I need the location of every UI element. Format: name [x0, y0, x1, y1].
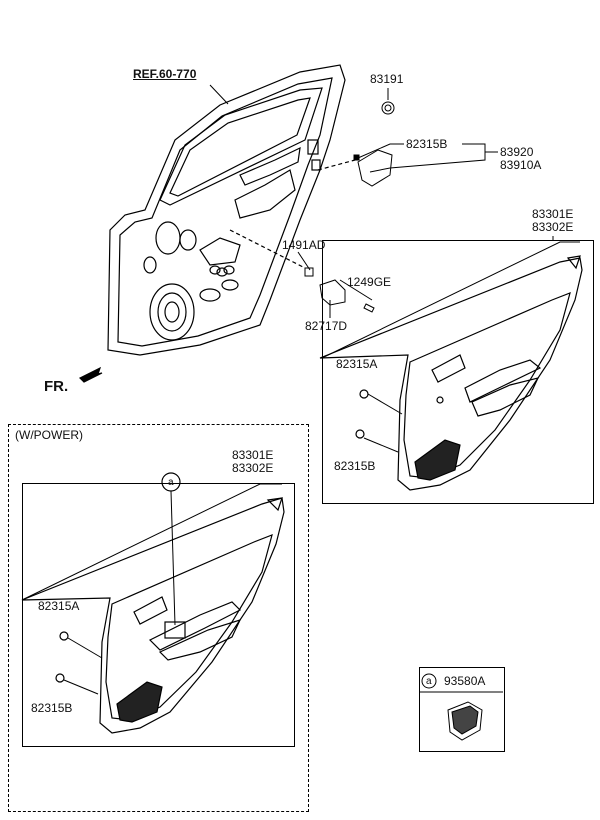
part-label-83920: 83920: [500, 145, 534, 159]
part-label-82315b-top: 82315B: [406, 137, 448, 151]
wpower-box: [8, 424, 309, 812]
part-label-82315b-right: 82315B: [334, 459, 376, 473]
part-label-93580a: 93580A: [444, 674, 486, 688]
legend-box: [419, 667, 505, 752]
part-label-1491ad: 1491AD: [282, 238, 326, 252]
part-label-83191: 83191: [370, 72, 404, 86]
right-panel-box: [322, 240, 594, 504]
part-label-82315a-right: 82315A: [336, 357, 378, 371]
callout-a-label: a: [168, 477, 174, 488]
wpower-inner-box: [22, 483, 295, 747]
part-label-82717d: 82717D: [305, 319, 348, 333]
ref-label[interactable]: REF.60-770: [133, 67, 197, 81]
part-label-83301e-right: 83301E: [532, 207, 574, 221]
part-label-82315a-left: 82315A: [38, 599, 80, 613]
part-label-83910a: 83910A: [500, 158, 542, 172]
part-label-83302e-right: 83302E: [532, 220, 574, 234]
part-label-83301e-left: 83301E: [232, 448, 274, 462]
part-label-83302e-left: 83302E: [232, 461, 274, 475]
part-label-1249ge: 1249GE: [347, 275, 392, 289]
wpower-label: (W/POWER): [15, 428, 83, 442]
part-label-82315b-left: 82315B: [31, 701, 73, 715]
front-direction-label: FR.: [44, 378, 69, 395]
legend-a-label: a: [426, 676, 432, 687]
